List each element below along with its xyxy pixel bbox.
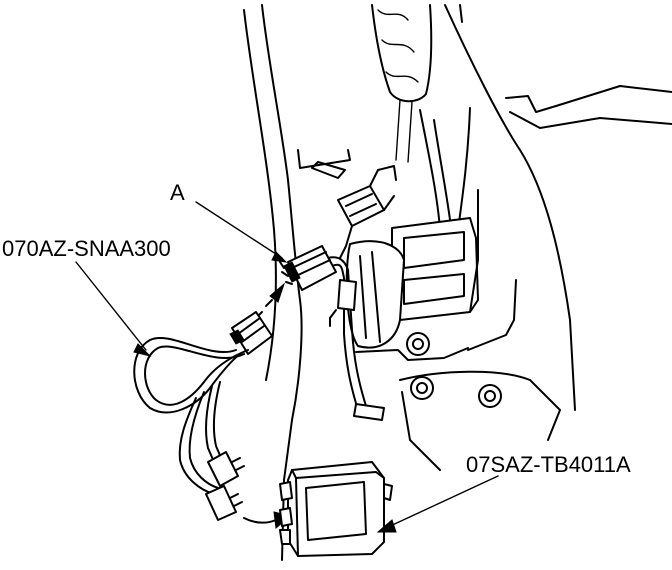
connection-arrow-a — [255, 282, 286, 319]
vehicle-upper-connector — [337, 165, 397, 259]
seat-belt-tube — [371, 4, 433, 163]
leader-line-a — [195, 201, 283, 259]
pillar-trim-panel — [243, 4, 576, 561]
tool-part-number-label: 07SAZ-TB4011A — [466, 452, 631, 477]
leader-line-harness — [75, 261, 147, 351]
leader-line-tool — [385, 475, 499, 529]
connector-a — [279, 245, 337, 291]
body-floor — [399, 85, 672, 471]
harness-part-number-label: 070AZ-SNAA300 — [2, 236, 171, 261]
srs-test-tool — [279, 461, 393, 557]
leader-lines — [75, 201, 499, 533]
vehicle-wiring — [321, 256, 385, 421]
test-harness — [133, 311, 273, 521]
callout-a-label: A — [170, 180, 185, 205]
seat-belt-retractor — [345, 107, 517, 361]
